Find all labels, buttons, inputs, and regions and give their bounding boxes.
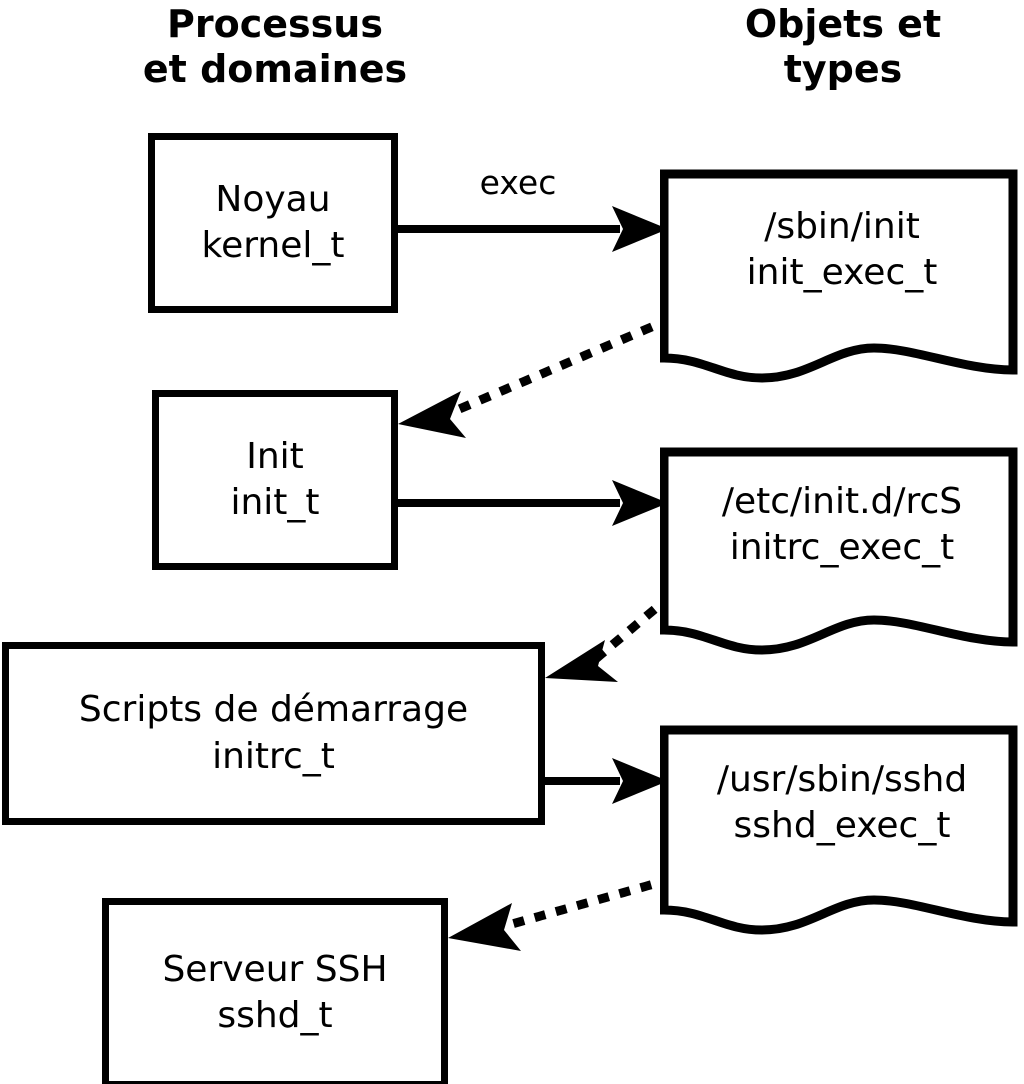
process-node-initrc-label: Scripts de démarrage initrc_t	[78, 689, 469, 777]
process-node-kernel-label: Noyau kernel_t	[201, 178, 345, 266]
edge-kernel-to-init-exec	[398, 206, 668, 252]
edge-sshd-exec-to-sshd	[448, 874, 674, 951]
object-node-initrc-exec-label: /etc/init.d/rcS initrc_exec_t	[721, 481, 963, 569]
edge-initrc-exec-to-initrc	[545, 591, 675, 682]
edge-initrc-to-sshd-exec	[545, 758, 668, 804]
column-header-objects: Objets et types	[744, 2, 942, 91]
object-node-sshd-exec-label: /usr/sbin/sshd sshd_exec_t	[716, 759, 968, 847]
object-node-initrc-exec[interactable]: /etc/init.d/rcS initrc_exec_t	[659, 444, 1024, 664]
process-node-kernel[interactable]: Noyau kernel_t	[148, 133, 398, 313]
process-node-sshd-label: Serveur SSH sshd_t	[162, 948, 388, 1036]
edge-init-to-initrc-exec	[398, 480, 668, 526]
object-node-init-exec[interactable]: /sbin/init init_exec_t	[659, 166, 1024, 396]
process-node-init-label: Init init_t	[230, 435, 320, 523]
process-node-sshd[interactable]: Serveur SSH sshd_t	[102, 898, 448, 1084]
process-node-init[interactable]: Init init_t	[152, 390, 398, 570]
process-node-initrc[interactable]: Scripts de démarrage initrc_t	[2, 642, 545, 825]
object-node-init-exec-label: /sbin/init init_exec_t	[746, 206, 938, 294]
object-node-sshd-exec[interactable]: /usr/sbin/sshd sshd_exec_t	[659, 722, 1024, 944]
column-header-processes: Processus et domaines	[142, 2, 408, 91]
edge-label-exec: exec	[479, 163, 557, 202]
edge-init-exec-to-init	[398, 314, 674, 438]
